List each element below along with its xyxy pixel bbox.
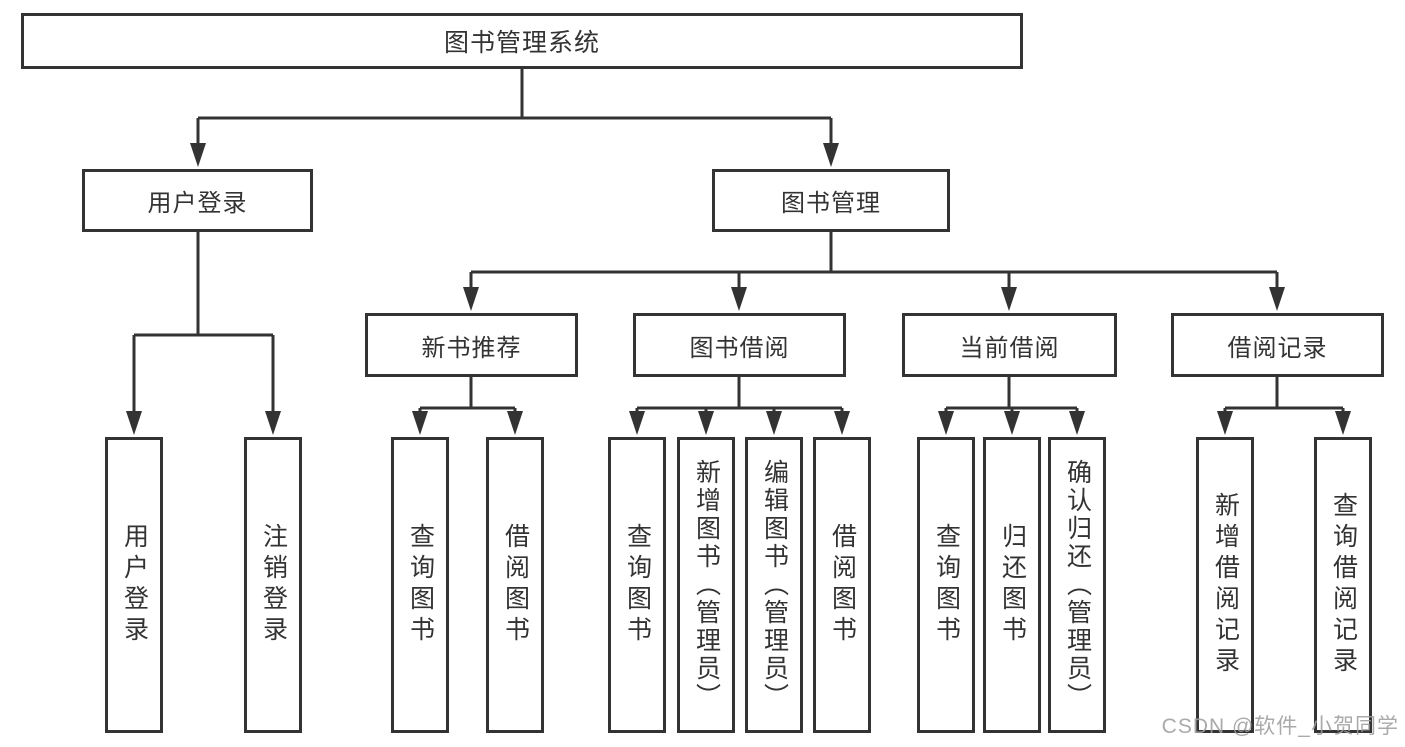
- node-label: 用户登录: [147, 190, 248, 217]
- node-book-borrow: 图书借阅: [633, 313, 846, 377]
- node-new-book-recommend: 新书推荐: [365, 313, 578, 377]
- node-label: 查询图书: [932, 523, 961, 647]
- node-label: 图书管理: [781, 190, 881, 217]
- leaf-user-login: 用户登录: [105, 437, 163, 733]
- node-label: 新增图书（管理员）: [692, 459, 721, 711]
- node-label: 新增借阅记录: [1211, 492, 1240, 678]
- leaf-query-books-recommend: 查询图书: [391, 437, 449, 733]
- leaf-confirm-return-admin: 确认归还（管理员）: [1048, 437, 1106, 733]
- node-label: 用户登录: [120, 523, 149, 647]
- leaf-logout: 注销登录: [244, 437, 302, 733]
- csdn-watermark: CSDN @软件_小贺同学: [1161, 715, 1399, 738]
- node-label: 当前借阅: [959, 334, 1060, 362]
- leaf-query-borrow-record: 查询借阅记录: [1314, 437, 1372, 733]
- node-label: 编辑图书（管理员）: [760, 459, 789, 711]
- leaf-edit-book-admin: 编辑图书（管理员）: [745, 437, 803, 733]
- node-current-borrow: 当前借阅: [902, 313, 1117, 377]
- leaf-query-books-current: 查询图书: [917, 437, 975, 733]
- node-label: 图书借阅: [689, 334, 790, 362]
- node-label: 借阅图书: [501, 523, 530, 647]
- node-user-login: 用户登录: [82, 169, 313, 232]
- leaf-borrow-books-recommend: 借阅图书: [486, 437, 544, 733]
- node-label: 查询借阅记录: [1329, 492, 1358, 678]
- leaf-query-books-borrow: 查询图书: [608, 437, 666, 733]
- leaf-add-borrow-record: 新增借阅记录: [1196, 437, 1254, 733]
- node-label: 查询图书: [406, 523, 435, 647]
- leaf-return-books: 归还图书: [983, 437, 1041, 733]
- node-system-root: 图书管理系统: [21, 13, 1023, 69]
- node-borrow-records: 借阅记录: [1171, 313, 1384, 377]
- node-label: 归还图书: [998, 523, 1027, 647]
- leaf-borrow-books: 借阅图书: [813, 437, 871, 733]
- node-label: 查询图书: [623, 523, 652, 647]
- leaf-add-book-admin: 新增图书（管理员）: [677, 437, 735, 733]
- node-label: 新书推荐: [421, 334, 522, 362]
- node-label: 确认归还（管理员）: [1063, 459, 1092, 711]
- node-book-management: 图书管理: [712, 169, 950, 232]
- arrowheads: [126, 143, 1351, 435]
- node-label: 借阅图书: [828, 523, 857, 647]
- node-label: 图书管理系统: [443, 29, 600, 57]
- node-label: 注销登录: [259, 523, 288, 647]
- node-label: 借阅记录: [1227, 334, 1328, 362]
